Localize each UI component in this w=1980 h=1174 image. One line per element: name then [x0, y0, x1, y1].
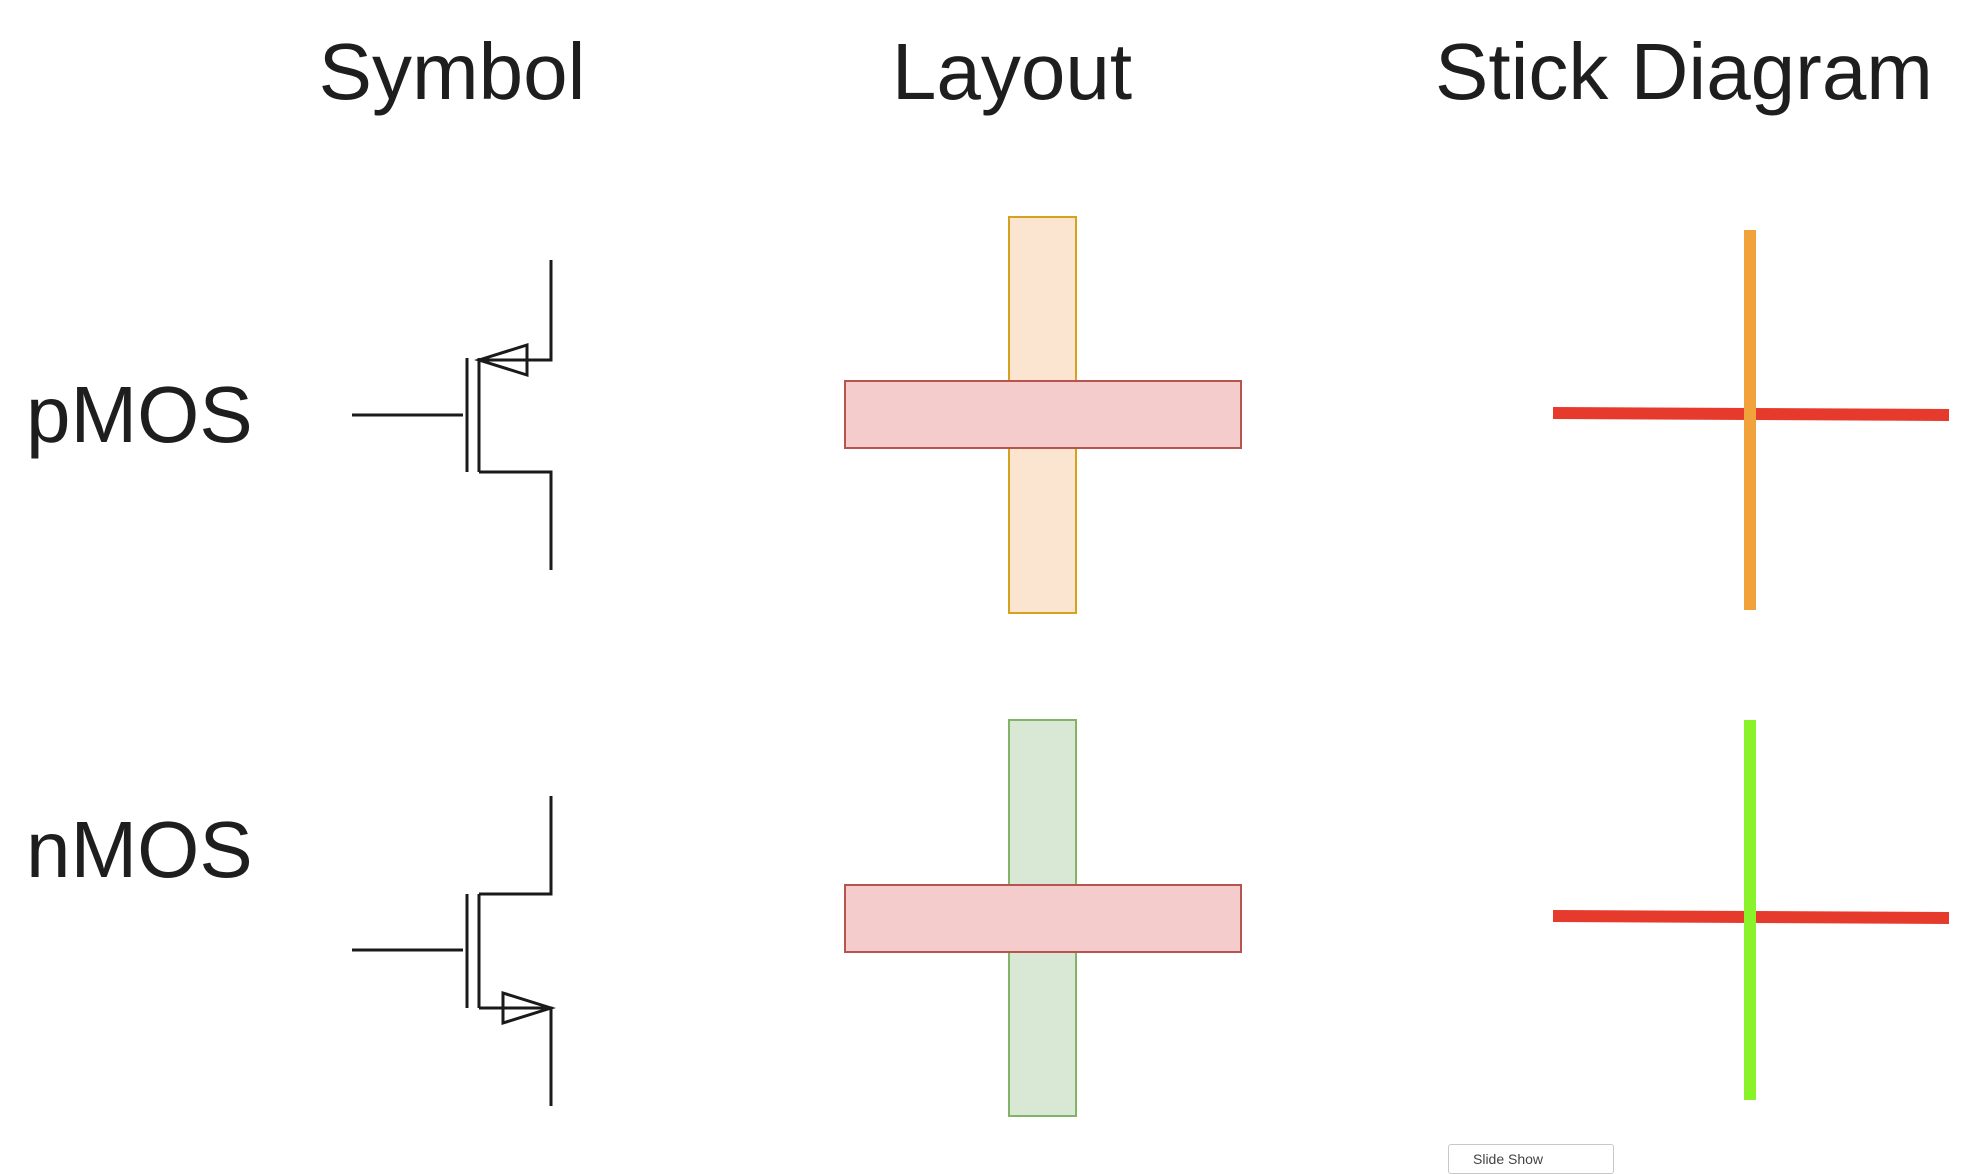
slide-show-tab[interactable]: Slide Show: [1448, 1144, 1614, 1174]
nmos-arrow: [501, 990, 557, 1026]
pmos-row-label: pMOS: [26, 370, 253, 459]
layout-column-header: Layout: [891, 27, 1133, 116]
pmos-arrow: [473, 342, 529, 378]
pmos-poly-rect: [844, 380, 1242, 449]
pmos-source-wire: [479, 470, 553, 570]
nmos-symbol: [352, 796, 557, 1106]
pmos-stick-diagram: [1552, 230, 1950, 610]
nmos-stick-diagram: [1552, 720, 1950, 1100]
nmos-source-wire: [479, 1006, 553, 1106]
symbol-column-header: Symbol: [318, 27, 586, 116]
nmos-layout: [844, 719, 1242, 1117]
nmos-drain-wire: [479, 796, 553, 896]
pmos-symbol: [352, 260, 553, 570]
pmos-drain-wire: [479, 260, 553, 362]
nmos-row-label: nMOS: [26, 805, 253, 894]
nmos-poly-rect: [844, 884, 1242, 953]
stick-diagram-column-header: Stick Diagram: [1435, 27, 1933, 116]
pmos-layout: [844, 216, 1242, 614]
